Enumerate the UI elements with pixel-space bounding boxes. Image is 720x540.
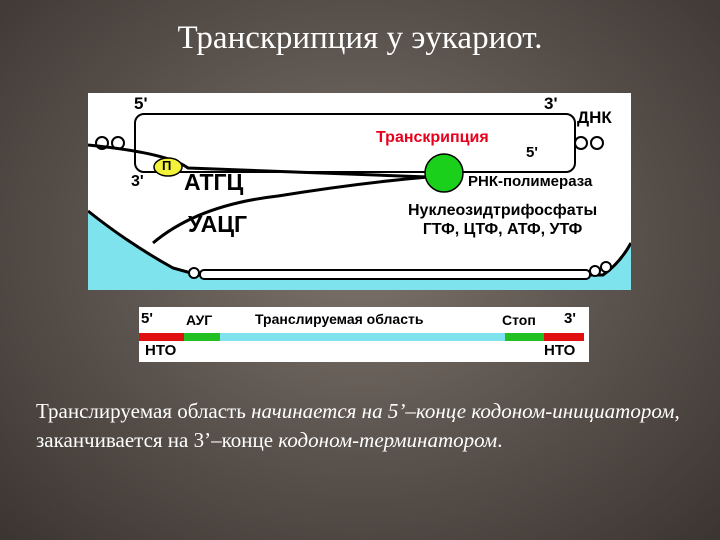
label-coding-seq: АТГЦ bbox=[184, 169, 244, 195]
mrna-utr-left: НТО bbox=[145, 342, 177, 359]
start-codon-bar bbox=[184, 333, 220, 341]
utr-right-bar bbox=[544, 333, 584, 341]
rna-strand-curve bbox=[152, 175, 429, 245]
mrna-utr-right: НТО bbox=[544, 342, 576, 359]
membrane-outline bbox=[88, 209, 631, 277]
pore-right-a bbox=[574, 136, 588, 150]
coding-region-bar bbox=[220, 333, 505, 341]
rna-polymerase-blob bbox=[424, 153, 464, 193]
label-5prime-rna: 5' bbox=[526, 144, 538, 161]
cytoplasm-region bbox=[88, 211, 631, 290]
label-ntp-list: ГТФ, ЦТФ, АТФ, УТФ bbox=[422, 221, 583, 238]
diagram-drawing bbox=[88, 113, 631, 290]
caption-part2: начинается на 5’–конце кодоном-инициатор… bbox=[251, 399, 675, 423]
dna-loop bbox=[134, 113, 576, 173]
dna-strand-line bbox=[88, 143, 429, 179]
caption-part3: , заканчивается на 3’–конце bbox=[36, 399, 680, 452]
slide-title: Транскрипция у эукариот. bbox=[177, 20, 543, 56]
mrna-strip: 5' АУГ Транслируемая область Стоп 3' НТО… bbox=[139, 307, 589, 362]
ntp-box: Нуклеозидтрифосфаты ГТФ, ЦТФ, АТФ, УТФ bbox=[408, 201, 597, 239]
label-transcription: Транскрипция bbox=[376, 129, 489, 146]
transcription-diagram: 5' 3' ДНК Транскрипция 5' 3' П АТГЦ УАЦГ… bbox=[88, 93, 631, 290]
pore-right-bottom-a bbox=[589, 265, 601, 277]
label-5prime-top: 5' bbox=[134, 94, 148, 113]
pore-left-bottom bbox=[188, 267, 200, 279]
pore-right-b bbox=[590, 136, 604, 150]
caption-part5: . bbox=[497, 428, 503, 452]
label-ntp-title: Нуклеозидтрифосфаты bbox=[408, 202, 598, 219]
mrna-3prime: 3' bbox=[564, 310, 576, 327]
pore-right-bottom-b bbox=[600, 261, 612, 273]
mrna-5prime: 5' bbox=[141, 310, 153, 327]
label-rna-polymerase: РНК-полимераза bbox=[468, 173, 593, 190]
caption-part1: Транслируемая область bbox=[36, 399, 252, 423]
label-promoter: П bbox=[162, 158, 172, 173]
label-dna: ДНК bbox=[577, 108, 612, 127]
stop-codon-bar bbox=[505, 333, 544, 341]
promoter-oval bbox=[153, 157, 183, 177]
utr-left-bar bbox=[139, 333, 184, 341]
label-template-seq: УАЦГ bbox=[188, 211, 248, 237]
caption-text: Транслируемая область начинается на 5’–к… bbox=[36, 397, 696, 455]
mrna-stop-codon: Стоп bbox=[502, 312, 536, 328]
label-3prime-top: 3' bbox=[544, 94, 558, 113]
caption-part4: кодоном-терминатором bbox=[278, 428, 498, 452]
label-3prime-left: 3' bbox=[131, 173, 144, 190]
mrna-start-codon: АУГ bbox=[186, 312, 213, 328]
mrna-translated-region: Транслируемая область bbox=[255, 311, 424, 327]
nuclear-envelope-bottom bbox=[199, 269, 591, 280]
